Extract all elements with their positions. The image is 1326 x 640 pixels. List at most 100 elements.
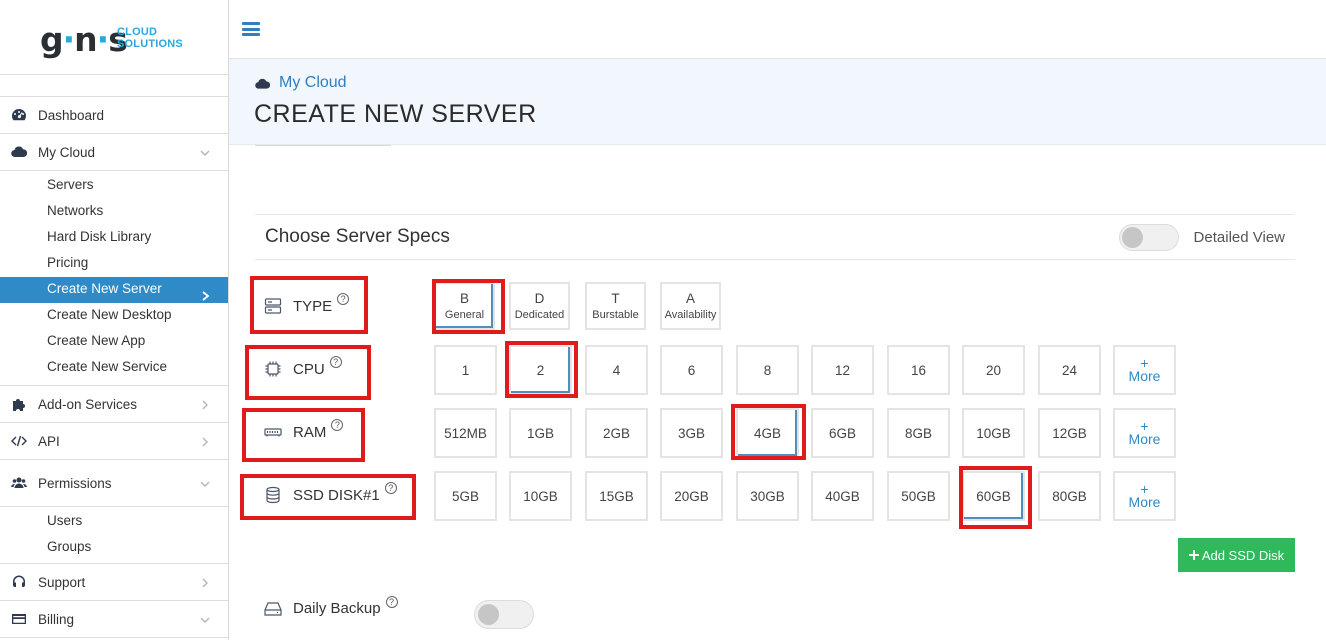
cpu-option[interactable]: 1 — [434, 345, 497, 395]
ssd-option[interactable]: 30GB — [736, 471, 799, 521]
sidebar-item-my-cloud[interactable]: My Cloud — [0, 134, 228, 171]
ram-more-button[interactable]: + More — [1113, 408, 1176, 458]
chevron-down-icon — [200, 477, 210, 487]
ssd-option[interactable]: 15GB — [585, 471, 648, 521]
sidebar-item-addon-services[interactable]: Add-on Services — [0, 386, 228, 423]
cpu-label: CPU ? — [264, 356, 342, 378]
sidebar-item-billing[interactable]: Billing — [0, 601, 228, 638]
ssd-option[interactable]: 50GB — [887, 471, 950, 521]
ssd-highlight — [240, 474, 416, 520]
add-ssd-disk-button[interactable]: Add SSD Disk — [1178, 538, 1295, 572]
server-icon — [264, 298, 282, 314]
sidebar-item-api[interactable]: API — [0, 423, 228, 460]
cloud-icon — [0, 144, 38, 160]
ram-option[interactable]: 12GB — [1038, 408, 1101, 458]
ssd-option[interactable]: 20GB — [660, 471, 723, 521]
sidebar-item-create-new-app[interactable]: Create New App — [47, 333, 146, 348]
plus-icon — [1188, 550, 1199, 560]
puzzle-icon — [0, 396, 38, 412]
type-option-general[interactable]: B General — [434, 282, 495, 330]
cpu-option[interactable]: 12 — [811, 345, 874, 395]
ram-option[interactable]: 6GB — [811, 408, 874, 458]
cpu-option-selected[interactable]: 2 — [509, 345, 572, 395]
ram-option[interactable]: 3GB — [660, 408, 723, 458]
cpu-option[interactable]: 16 — [887, 345, 950, 395]
hamburger-menu-icon[interactable] — [242, 22, 260, 36]
cpu-option[interactable]: 8 — [736, 345, 799, 395]
ssd-more-button[interactable]: + More — [1113, 471, 1176, 521]
cpu-selected-highlight — [505, 341, 578, 398]
cpu-more-button[interactable]: + More — [1113, 345, 1176, 395]
ram-option[interactable]: 1GB — [509, 408, 572, 458]
detailed-view-toggle[interactable] — [1119, 224, 1179, 251]
ssd-label: SSD DISK#1 ? — [264, 482, 397, 504]
users-icon — [0, 475, 38, 491]
ram-option[interactable]: 8GB — [887, 408, 950, 458]
ssd-option[interactable]: 80GB — [1038, 471, 1101, 521]
ram-option[interactable]: 2GB — [585, 408, 648, 458]
sidebar-item-create-new-server[interactable]: Create New Server — [0, 277, 228, 303]
cpu-option[interactable]: 6 — [660, 345, 723, 395]
database-icon — [266, 486, 280, 504]
page-title: CREATE NEW SERVER — [254, 100, 537, 128]
type-label: TYPE ? — [264, 293, 350, 315]
help-icon[interactable]: ? — [329, 356, 342, 368]
daily-backup-label: Daily Backup ? — [264, 595, 398, 617]
my-cloud-submenu: Servers Networks Hard Disk Library Prici… — [0, 171, 228, 386]
sidebar-item-dashboard[interactable]: Dashboard — [0, 97, 228, 134]
sidebar-item-permissions[interactable]: Permissions — [0, 460, 228, 507]
ssd-selected-highlight — [959, 466, 1032, 529]
chevron-right-icon — [200, 435, 210, 447]
logo[interactable]: g·n·s CLOUD SOLUTIONS — [0, 0, 228, 75]
sidebar-item-users[interactable]: Users — [47, 513, 83, 528]
logo-mark: g·n·s — [40, 20, 128, 59]
logo-text: CLOUD SOLUTIONS — [117, 26, 183, 50]
hard-drive-icon — [264, 601, 282, 616]
cpu-option[interactable]: 4 — [585, 345, 648, 395]
cpu-option[interactable]: 24 — [1038, 345, 1101, 395]
ram-option[interactable]: 512MB — [434, 408, 497, 458]
type-selected-highlight — [432, 279, 505, 334]
help-icon[interactable]: ? — [331, 419, 344, 431]
sidebar-item-networks[interactable]: Networks — [47, 203, 104, 218]
ram-selected-highlight — [731, 404, 806, 460]
permissions-submenu: Users Groups — [0, 507, 228, 564]
help-icon[interactable]: ? — [385, 595, 398, 608]
ssd-option[interactable]: 40GB — [811, 471, 874, 521]
ssd-option[interactable]: 10GB — [509, 471, 572, 521]
type-option-dedicated[interactable]: D Dedicated — [509, 282, 570, 330]
sidebar-item-pricing[interactable]: Pricing — [47, 255, 89, 270]
main-content: Choose Server Specs Detailed View TYPE ?… — [229, 145, 1326, 640]
ssd-option[interactable]: 5GB — [434, 471, 497, 521]
sidebar-item-hard-disk-library[interactable]: Hard Disk Library — [47, 229, 152, 244]
chevron-right-icon — [200, 576, 210, 588]
cpu-option[interactable]: 20 — [962, 345, 1025, 395]
credit-card-icon — [0, 611, 38, 627]
memory-icon — [264, 428, 282, 437]
sidebar-item-groups[interactable]: Groups — [47, 539, 92, 554]
sidebar-item-create-new-service[interactable]: Create New Service — [47, 359, 168, 374]
tab-underline — [255, 145, 391, 146]
chevron-down-icon — [200, 146, 210, 156]
detailed-view-label: Detailed View — [1193, 229, 1285, 246]
help-icon[interactable]: ? — [384, 482, 397, 494]
sidebar-item-support[interactable]: Support — [0, 564, 228, 601]
type-option-availability[interactable]: A Availability — [660, 282, 721, 330]
page-header: My Cloud CREATE NEW SERVER — [229, 59, 1326, 145]
sidebar-item-create-new-desktop[interactable]: Create New Desktop — [47, 307, 172, 322]
chevron-right-icon — [201, 285, 210, 301]
type-option-burstable[interactable]: T Burstable — [585, 282, 646, 330]
ram-option[interactable]: 10GB — [962, 408, 1025, 458]
dashboard-icon — [0, 107, 38, 123]
chevron-down-icon — [200, 613, 210, 623]
ram-highlight — [242, 408, 365, 462]
breadcrumb[interactable]: My Cloud — [255, 74, 347, 92]
help-icon[interactable]: ? — [337, 293, 350, 305]
ssd-option-selected[interactable]: 60GB — [962, 471, 1025, 521]
cpu-icon — [265, 361, 281, 377]
type-highlight — [250, 276, 368, 334]
daily-backup-toggle[interactable] — [474, 600, 534, 629]
sidebar-item-servers[interactable]: Servers — [47, 177, 94, 192]
chevron-right-icon — [200, 398, 210, 410]
cpu-highlight — [245, 345, 371, 400]
